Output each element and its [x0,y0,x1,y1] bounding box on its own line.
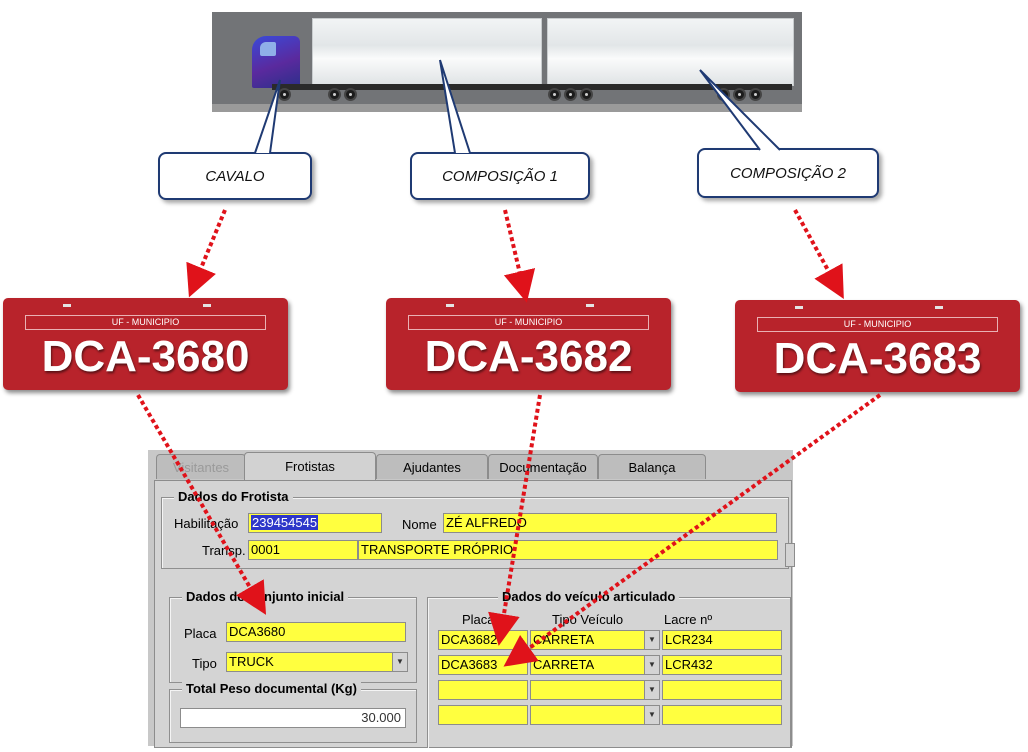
plate-bolt [586,304,594,307]
row-tipo-select[interactable]: ▼ [530,705,660,725]
habilitacao-field[interactable]: 239454545 [248,513,382,533]
plate-bolt [795,306,803,309]
col-header-tipo: Tipo Veículo [552,612,624,627]
row-lacre-field[interactable]: LCR234 [662,630,782,650]
callout-label: CAVALO [205,167,265,185]
col-header-placa: Placa [462,612,495,627]
chassis-1 [272,84,552,90]
tab-visitantes[interactable]: Visitantes [156,454,246,479]
plate-bolt [203,304,211,307]
chevron-down-icon[interactable]: ▼ [644,706,659,724]
trailer-1 [312,18,542,86]
placa-field[interactable]: DCA3680 [226,622,406,642]
group-peso: Total Peso documental (Kg) 30.000 [169,681,417,743]
wheel [548,88,561,101]
row-lacre-field[interactable] [662,705,782,725]
peso-field[interactable]: 30.000 [180,708,406,728]
transp-lookup-button[interactable] [785,543,795,567]
plate-cavalo: UF - MUNICIPIO DCA-3680 [3,298,288,390]
placa-label: Placa [184,626,217,641]
wheel [733,88,746,101]
tab-documentacao[interactable]: Documentação [488,454,598,479]
transp-name-field[interactable]: TRANSPORTE PRÓPRIO [358,540,778,560]
plate-composicao-1: UF - MUNICIPIO DCA-3682 [386,298,671,390]
transp-code-field[interactable]: 0001 [248,540,358,560]
row-tipo-value: CARRETA [533,632,595,647]
tipo-label: Tipo [192,656,217,671]
row-placa-field[interactable] [438,680,528,700]
group-title: Dados do Frotista [174,489,293,504]
plate-composicao-2: UF - MUNICIPIO DCA-3683 [735,300,1020,392]
chevron-down-icon[interactable]: ▼ [392,653,407,671]
floor [212,104,802,112]
tab-balanca[interactable]: Balança [598,454,706,479]
row-placa-field[interactable]: DCA3683 [438,655,528,675]
plate-bolt [935,306,943,309]
tab-label: Balança [628,459,676,475]
nome-label: Nome [402,517,437,532]
callout-composicao-2: COMPOSIÇÃO 2 [697,148,879,198]
group-veiculo-articulado: Dados do veículo articulado Placa Tipo V… [427,589,791,748]
row-placa-field[interactable]: DCA3682 [438,630,528,650]
plate-region: UF - MUNICIPIO [757,317,998,332]
chassis-2 [552,84,792,90]
chevron-down-icon[interactable]: ▼ [644,656,659,674]
plate-number: DCA-3683 [773,334,982,383]
plate-region: UF - MUNICIPIO [25,315,266,330]
arrow-comp1-to-plate [503,209,536,303]
group-title: Total Peso documental (Kg) [182,681,361,696]
habilitacao-value: 239454545 [251,515,319,530]
tab-ajudantes[interactable]: Ajudantes [376,454,488,479]
callout-label: COMPOSIÇÃO 1 [442,167,558,185]
row-tipo-select[interactable]: CARRETA ▼ [530,655,660,675]
callout-composicao-1: COMPOSIÇÃO 1 [410,152,590,200]
truck-image [212,12,802,112]
tab-label: Visitantes [172,459,230,475]
group-title: Dados do veículo articulado [498,589,680,604]
group-frotista: Dados do Frotista Habilitação 239454545 … [161,489,789,569]
trailer-2 [547,18,794,86]
group-conjunto-inicial: Dados do conjunto inicial Placa DCA3680 … [169,589,417,683]
cab-window [260,42,276,56]
plate-bolt [446,304,454,307]
row-tipo-select[interactable]: ▼ [530,680,660,700]
row-lacre-field[interactable] [662,680,782,700]
plate-number: DCA-3682 [424,332,633,381]
group-title: Dados do conjunto inicial [182,589,349,604]
wheel [344,88,357,101]
tab-label: Documentação [499,459,587,475]
wheel [717,88,730,101]
col-header-lacre: Lacre nº [664,612,713,627]
callout-label: COMPOSIÇÃO 2 [730,164,846,182]
tab-frotistas[interactable]: Frotistas [244,452,376,480]
callout-cavalo: CAVALO [158,152,312,200]
tab-label: Frotistas [285,459,335,474]
transp-label: Transp. [202,543,246,558]
tab-panel: Dados do Frotista Habilitação 239454545 … [154,480,795,748]
tipo-value: TRUCK [229,654,274,669]
truck-cab [252,36,300,88]
plate-bolt [63,304,71,307]
chevron-down-icon[interactable]: ▼ [644,631,659,649]
habilitacao-label: Habilitação [174,516,239,531]
chevron-down-icon[interactable]: ▼ [644,681,659,699]
tipo-select[interactable]: TRUCK ▼ [226,652,408,672]
plate-number: DCA-3680 [41,332,250,381]
nome-field[interactable]: ZÉ ALFREDO [443,513,777,533]
row-tipo-value: CARRETA [533,657,595,672]
wheel [328,88,341,101]
row-lacre-field[interactable]: LCR432 [662,655,782,675]
tab-label: Ajudantes [403,459,461,475]
plate-region: UF - MUNICIPIO [408,315,649,330]
frotistas-form: Visitantes Frotistas Ajudantes Documenta… [148,450,795,748]
wheel [278,88,291,101]
arrow-comp2-to-plate [793,209,844,300]
row-placa-field[interactable] [438,705,528,725]
wheel [564,88,577,101]
wheel [749,88,762,101]
arrow-cavalo-to-plate [186,209,227,298]
wheel [580,88,593,101]
row-tipo-select[interactable]: CARRETA ▼ [530,630,660,650]
